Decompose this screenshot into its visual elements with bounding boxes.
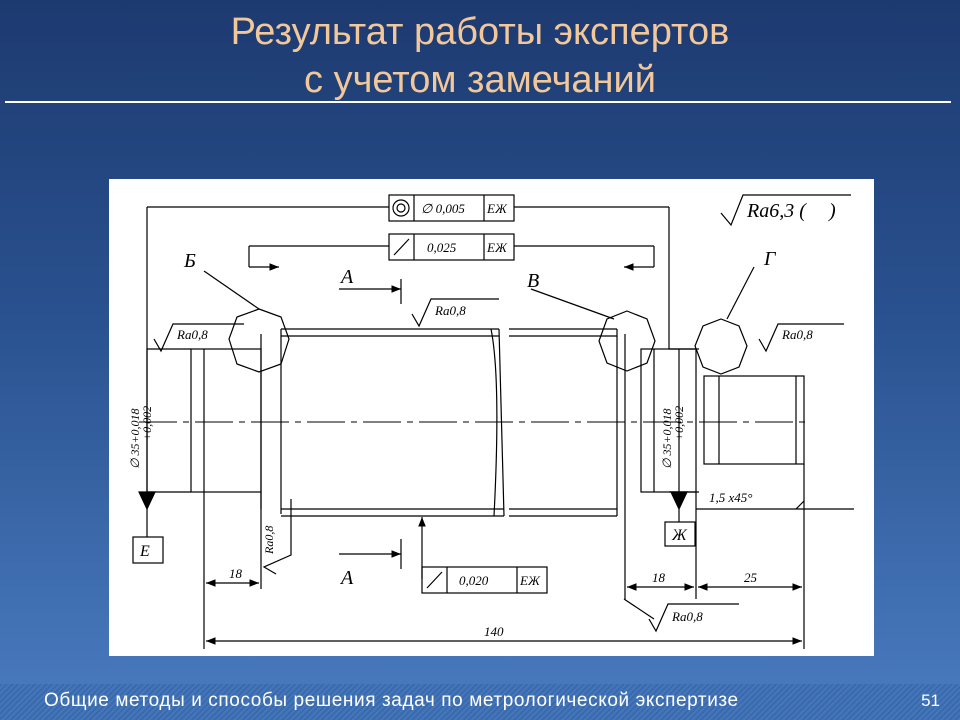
ra-bottom-right: Ra0,8 (671, 609, 703, 624)
frame-coaxiality (388, 194, 515, 222)
datum-E: Е (139, 543, 150, 560)
frame-runout-top (388, 233, 515, 261)
shaft-drawing-svg: ∅ 0,005 ЕЖ 0,025 ЕЖ 0,020 ЕЖ Ra0,8 Ra0,8… (128, 194, 854, 649)
ra-mid: Ra0,8 (434, 303, 466, 318)
coaxiality-datum: ЕЖ (486, 201, 508, 216)
dia-left: ∅ 35+0,018 (128, 408, 142, 469)
section-A-bottom: А (339, 567, 354, 589)
chamfer-note: 1,5 x45° (709, 490, 752, 505)
dia-left-lower: +0,002 (140, 406, 154, 441)
dim-25: 25 (744, 570, 758, 585)
label-V: В (527, 270, 539, 292)
left-journal (190, 348, 262, 493)
dia-right-lower: +0,002 (672, 406, 686, 441)
dim-18-right: 18 (652, 570, 666, 585)
ra-general-close: ) (828, 200, 836, 222)
ra-vertical: Ra0,8 (262, 526, 276, 555)
detail-circle-G (694, 318, 748, 375)
coaxiality-value: ∅ 0,005 (421, 201, 465, 216)
ra-left: Ra0,8 (176, 327, 208, 342)
title-line-1: Результат работы экспертов (230, 11, 730, 53)
ra-right: Ra0,8 (781, 327, 813, 342)
runout-bottom-value: 0,020 (459, 573, 489, 588)
runout-top-datum: ЕЖ (486, 240, 508, 255)
footer-band (0, 684, 960, 720)
detail-circle-B (228, 308, 290, 373)
footer-text: Общие методы и способы решения задач по … (44, 690, 739, 711)
title-underline (5, 101, 951, 103)
slide-title: Результат работы экспертов с учетом заме… (0, 8, 960, 104)
page-number: 51 (921, 691, 940, 710)
threaded-end (703, 375, 805, 465)
label-G: Г (763, 248, 777, 270)
ra-general: Ra6,3 ( (746, 200, 807, 222)
datum-Zh: Ж (671, 527, 688, 544)
datum-box-E (132, 536, 164, 564)
runout-top-value: 0,025 (427, 240, 457, 255)
section-A-top: А (339, 266, 354, 288)
dim-140: 140 (484, 624, 504, 639)
title-line-2: с учетом замечаний (304, 59, 656, 101)
datum-box-Zh (664, 521, 696, 547)
dim-18-left: 18 (229, 566, 243, 581)
technical-drawing: ∅ 0,005 ЕЖ 0,025 ЕЖ 0,020 ЕЖ Ra0,8 Ra0,8… (109, 179, 874, 656)
dia-right: ∅ 35+0,018 (660, 408, 674, 469)
runout-bottom-datum: ЕЖ (519, 573, 541, 588)
label-B: Б (183, 250, 196, 272)
detail-circle-V (598, 310, 656, 372)
frame-runout-bottom (421, 566, 548, 594)
